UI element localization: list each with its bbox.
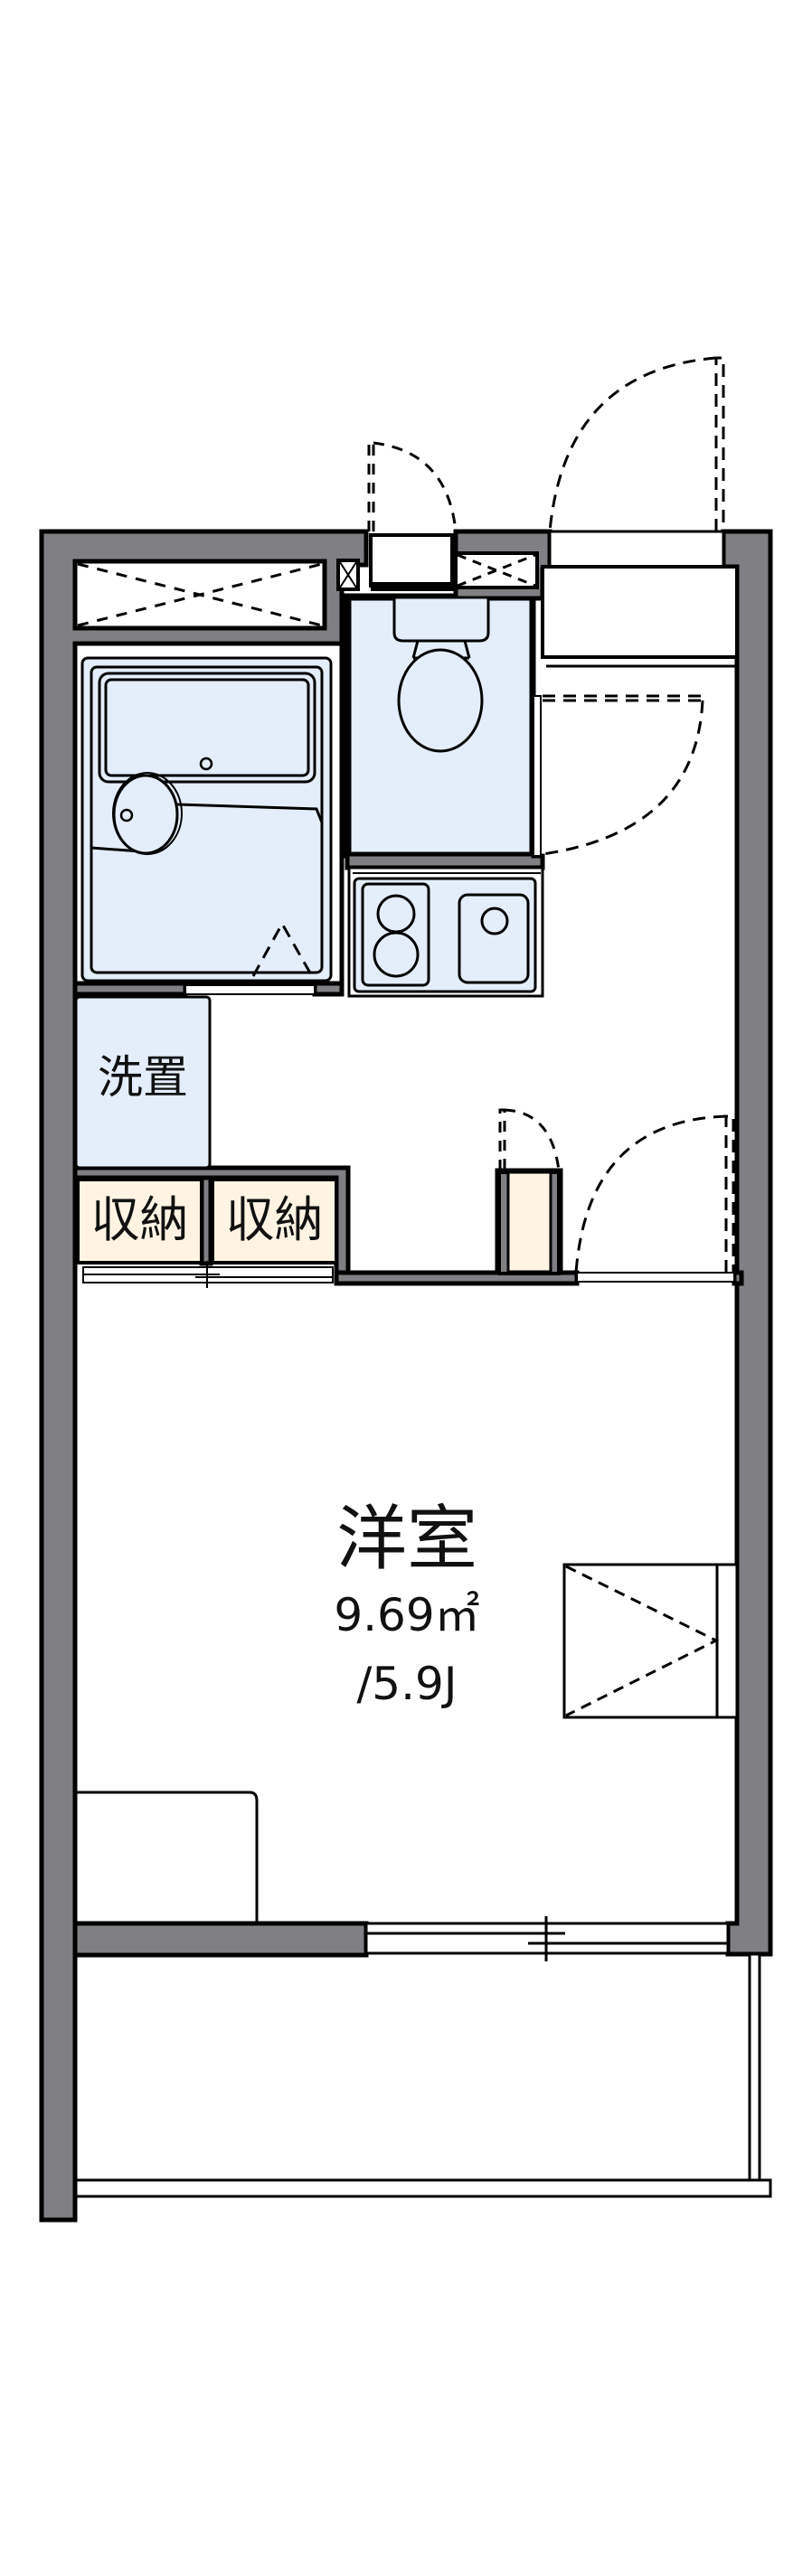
tub-drain-icon — [199, 757, 213, 771]
washer-label: 洗置 — [98, 1051, 188, 1104]
storage-sliding-door — [82, 1261, 334, 1288]
overhead-storage — [72, 533, 539, 631]
main-room-label: 洋室 — [335, 1499, 477, 1580]
closet — [562, 1563, 739, 1719]
shoe-cabinet-door-swing — [498, 1108, 561, 1171]
balcony-sliding-window — [364, 1916, 730, 1961]
washer-space — [74, 995, 212, 1170]
toilet-room — [346, 596, 542, 857]
stove-icon — [361, 882, 430, 987]
storage-left-label: 収納 — [90, 1191, 189, 1248]
storage-right-label: 収納 — [225, 1191, 324, 1248]
room-door-threshold — [576, 1272, 735, 1283]
meter-door-swing — [367, 441, 458, 532]
sink-icon — [458, 893, 530, 984]
entrance — [541, 530, 739, 668]
main-room-tatami: /5.9J — [356, 1658, 458, 1710]
kitchen — [347, 866, 544, 998]
main-room-area: 9.69㎡ — [334, 1589, 480, 1641]
balcony — [74, 1952, 772, 2198]
front-door-swing — [548, 356, 725, 532]
desk-counter — [76, 1791, 259, 1923]
storage-right — [211, 1178, 338, 1264]
room-door-swing — [574, 1114, 735, 1274]
storage-left — [76, 1178, 203, 1264]
unit-bath — [72, 641, 345, 995]
toilet-door-swing — [542, 694, 704, 856]
toilet-bowl-icon — [397, 648, 484, 753]
